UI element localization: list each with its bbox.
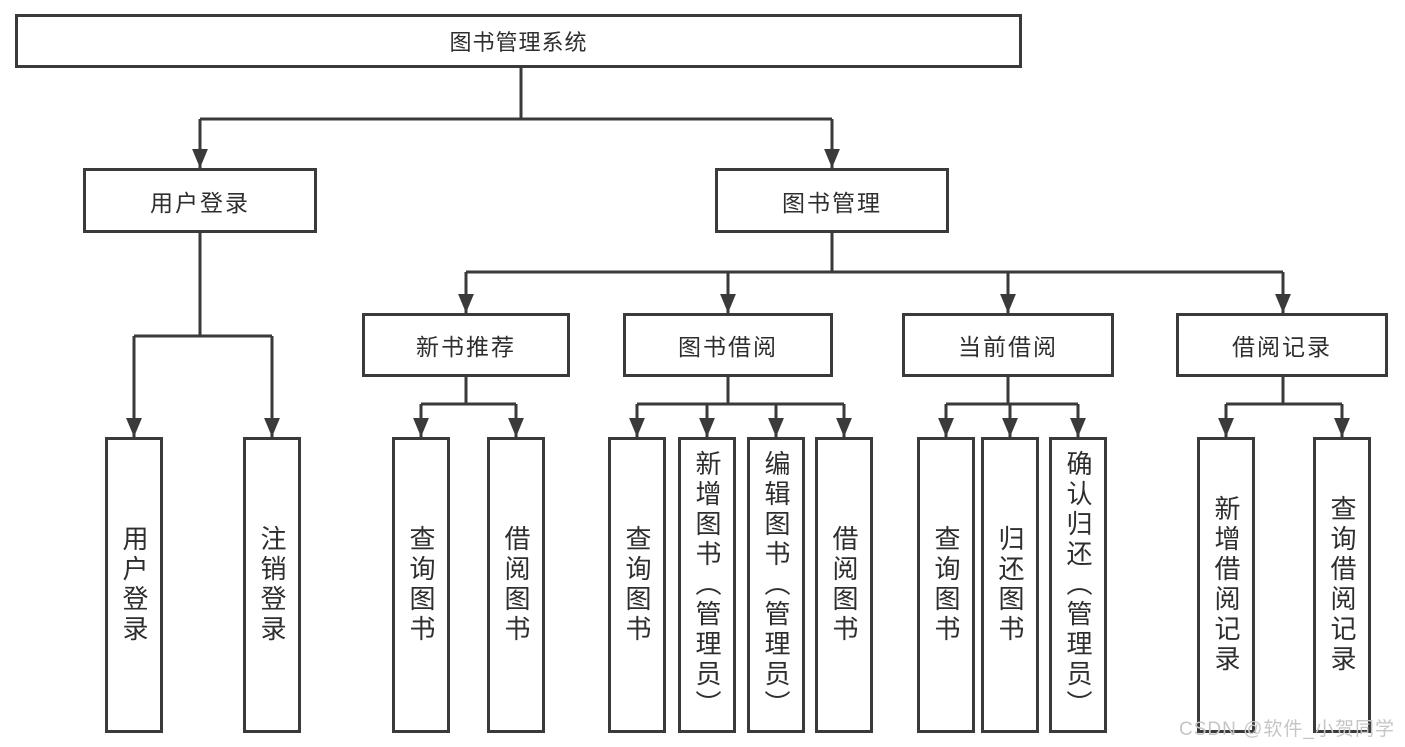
node-nb-borrow-books-label: 借阅图书: [501, 525, 531, 645]
node-book-management: 图书管理: [715, 168, 949, 233]
node-cb-return-books: 归还图书: [981, 437, 1039, 733]
node-br-add-record-label: 新增借阅记录: [1211, 495, 1241, 675]
node-user-login-action-label: 用户登录: [119, 525, 149, 645]
node-nb-query-books-label: 查询图书: [406, 525, 436, 645]
node-bb-edit-books-admin: 编辑图书（管理员）: [747, 437, 805, 733]
node-logout-label: 注销登录: [257, 525, 287, 645]
node-book-borrowing: 图书借阅: [623, 313, 833, 377]
node-bb-add-books-admin-label: 新增图书（管理员）: [692, 450, 722, 720]
node-new-book-recommend-label: 新书推荐: [416, 334, 516, 360]
node-cb-confirm-return-admin: 确认归还（管理员）: [1049, 437, 1107, 733]
node-br-add-record: 新增借阅记录: [1197, 437, 1255, 733]
node-root: 图书管理系统: [15, 14, 1022, 68]
node-borrow-records-label: 借阅记录: [1232, 334, 1332, 360]
node-bb-query-books-label: 查询图书: [622, 525, 652, 645]
node-cb-return-books-label: 归还图书: [995, 525, 1025, 645]
node-br-query-record-label: 查询借阅记录: [1327, 495, 1357, 675]
node-nb-query-books: 查询图书: [392, 437, 450, 733]
node-bb-borrow-books-label: 借阅图书: [829, 525, 859, 645]
watermark-text: CSDN @软件_小贺同学: [1179, 719, 1395, 740]
node-book-management-label: 图书管理: [782, 189, 882, 216]
node-cb-confirm-return-admin-label: 确认归还（管理员）: [1063, 450, 1093, 720]
node-bb-query-books: 查询图书: [608, 437, 666, 733]
node-cb-query-books: 查询图书: [917, 437, 975, 733]
node-user-login-label: 用户登录: [150, 189, 250, 216]
node-current-borrowing: 当前借阅: [902, 313, 1114, 377]
node-cb-query-books-label: 查询图书: [931, 525, 961, 645]
node-new-book-recommend: 新书推荐: [362, 313, 570, 377]
node-borrow-records: 借阅记录: [1176, 313, 1388, 377]
node-bb-add-books-admin: 新增图书（管理员）: [678, 437, 736, 733]
node-bb-borrow-books: 借阅图书: [815, 437, 873, 733]
node-root-label: 图书管理系统: [449, 30, 588, 55]
node-logout: 注销登录: [243, 437, 301, 733]
node-bb-edit-books-admin-label: 编辑图书（管理员）: [761, 450, 791, 720]
node-current-borrowing-label: 当前借阅: [958, 334, 1058, 360]
node-user-login-action: 用户登录: [105, 437, 163, 733]
node-book-borrowing-label: 图书借阅: [678, 334, 778, 360]
node-br-query-record: 查询借阅记录: [1313, 437, 1371, 733]
node-user-login: 用户登录: [83, 168, 317, 233]
node-nb-borrow-books: 借阅图书: [487, 437, 545, 733]
